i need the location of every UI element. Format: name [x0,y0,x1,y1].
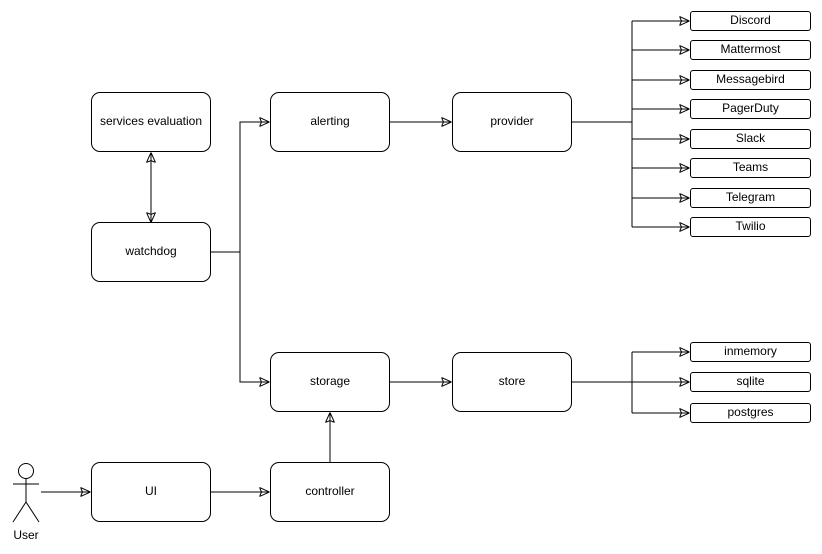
node-label: sqlite [736,374,765,389]
node-label: Slack [735,131,766,146]
node-label: inmemory [724,344,777,359]
edge-store-trunk [572,352,633,413]
node-provider-discord: Discord [690,11,811,31]
node-label: store [498,374,526,389]
edge-provider-trunk [572,21,633,227]
node-label: alerting [310,114,350,129]
node-provider-twilio: Twilio [690,217,811,237]
node-provider-pagerduty: PagerDuty [690,99,811,119]
node-provider-telegram: Telegram [690,188,811,208]
edge-watchdog-storage [239,252,269,382]
edge-watchdog-alerting [211,122,269,253]
node-store-postgres: postgres [690,403,811,423]
node-label: watchdog [125,244,177,259]
node-store-inmemory: inmemory [690,342,811,362]
node-provider-mattermost: Mattermost [690,40,811,60]
node-label: services evaluation [99,114,203,129]
node-store-sqlite: sqlite [690,372,811,392]
node-provider-messagebird: Messagebird [690,70,811,90]
node-label: Twilio [735,219,766,234]
node-label: storage [309,374,351,389]
node-label: Telegram [725,190,776,205]
node-provider-slack: Slack [690,129,811,149]
node-label: Mattermost [720,42,781,57]
node-store: store [452,352,572,412]
node-label: Teams [732,160,769,175]
node-label: provider [490,114,534,129]
node-controller: controller [270,462,390,522]
node-alerting: alerting [270,92,390,152]
node-label: controller [305,484,355,499]
node-label: Discord [730,13,771,28]
user-actor-icon [12,463,40,523]
node-services-evaluation: services evaluation [91,92,211,152]
node-label: Messagebird [716,72,785,87]
node-label: PagerDuty [722,101,779,116]
node-watchdog: watchdog [91,222,211,282]
node-provider: provider [452,92,572,152]
user-actor-label: User [13,528,39,542]
node-storage: storage [270,352,390,412]
node-provider-teams: Teams [690,158,811,178]
node-label: postgres [727,405,774,420]
node-label: UI [145,484,157,499]
node-ui: UI [91,462,211,522]
